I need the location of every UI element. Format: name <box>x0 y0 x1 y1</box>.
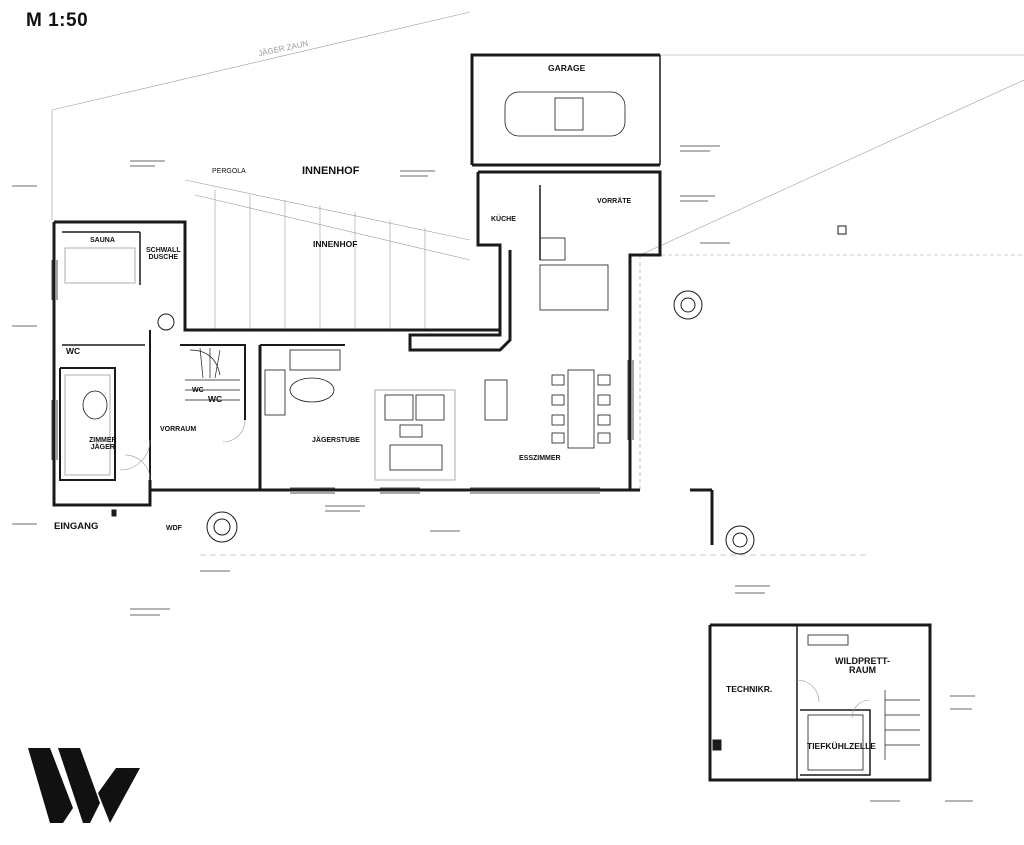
windows <box>51 260 634 494</box>
room-label-sauna: SAUNA <box>90 237 115 244</box>
room-label-innenhof-2: INNENHOF <box>313 239 358 249</box>
wildprett-text: WILDPRETT- <box>835 656 890 666</box>
room-label-tiefkuehlzelle: TIEFKÜHLZELLE <box>807 741 876 751</box>
room-label-wc-1: WC <box>66 346 81 356</box>
zimmer-text: ZIMMER <box>89 437 117 444</box>
brand-logo <box>28 748 140 823</box>
room-label-jaegerstube: JÄGERSTUBE <box>312 437 360 444</box>
scale-label: M 1:50 <box>26 10 89 31</box>
room-label-wildprett-raum: WILDPRETT-RAUM <box>835 657 890 675</box>
room-label-esszimmer: ESSZIMMER <box>519 455 561 462</box>
room-label-wc-3: WC <box>208 394 223 404</box>
room-label-garage: GARAGE <box>548 63 586 73</box>
room-label-wc-2: WC <box>192 387 204 394</box>
schwall-text: SCHWALL <box>146 247 181 254</box>
annotation-marks <box>12 145 975 802</box>
logo-right-stroke <box>98 768 140 823</box>
room-label-innenhof-1: INNENHOF <box>302 165 360 177</box>
site-lines <box>51 11 1024 556</box>
room-label-technikr: TECHNIKR. <box>726 684 773 694</box>
logo-mid-stroke <box>58 748 100 823</box>
door-swings <box>119 419 871 719</box>
room-label-vorraum: VORRAUM <box>160 426 197 433</box>
walls <box>52 53 932 782</box>
room-label-kueche: KÜCHE <box>491 216 516 223</box>
room-label-eingang: EINGANG <box>54 521 99 532</box>
logo-left-stroke <box>28 748 73 823</box>
furniture <box>64 91 864 771</box>
jaeger-text: JÄGER <box>90 444 115 451</box>
room-label-vorraete: VORRÄTE <box>597 198 632 205</box>
shafts <box>111 225 847 751</box>
dusche-text: DUSCHE <box>148 254 179 261</box>
raum-text: RAUM <box>849 665 876 675</box>
room-label-pergola: PERGOLA <box>212 168 246 175</box>
stairs <box>185 347 920 760</box>
pergola-beams <box>214 190 426 330</box>
room-label-wdf: WDF <box>166 525 182 532</box>
